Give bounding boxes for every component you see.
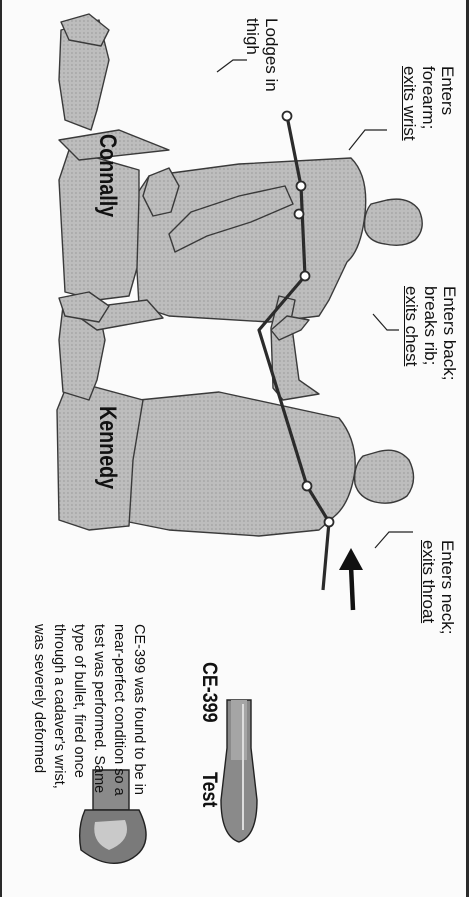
label-enters-neck-line2: exits throat xyxy=(419,540,438,635)
connally-name-label: Connally xyxy=(93,134,121,217)
label-lodges-line1: Lodges in xyxy=(262,18,281,92)
exit-point-wrist xyxy=(297,182,306,191)
description-line-6: was severely deformed xyxy=(29,624,49,894)
ce399-bullet-image xyxy=(221,700,257,842)
bullet-description: CE-399 was found to be in near-perfect c… xyxy=(29,624,149,894)
description-line-1: CE-399 was found to be in xyxy=(129,624,149,894)
label-enters-back: Enters back; breaks rib; exits chest xyxy=(402,286,459,381)
label-enters-neck-line1: Enters neck; xyxy=(438,540,457,635)
label-lodges: Lodges in thigh xyxy=(243,18,281,92)
description-line-4: type of bullet, fired once xyxy=(69,624,89,894)
test-caption: Test xyxy=(197,772,221,807)
kennedy-name-label: Kennedy xyxy=(93,406,121,489)
bullet-direction-arrow xyxy=(339,548,363,610)
label-lodges-line2: thigh xyxy=(243,18,262,92)
description-line-2: near-perfect condition so a xyxy=(109,624,129,894)
description-line-3: test was performed. Same xyxy=(89,624,109,894)
description-line-5: through a cadaver's wrist, xyxy=(49,624,69,894)
label-enters-forearm-line3: exits wrist xyxy=(400,66,419,141)
entry-point-forearm xyxy=(295,210,304,219)
exit-point-throat xyxy=(303,482,312,491)
lodge-point-thigh xyxy=(283,112,292,121)
label-enters-back-line1: Enters back; xyxy=(440,286,459,381)
label-enters-back-line3: exits chest xyxy=(402,286,421,381)
label-enters-forearm: Enters forearm; exits wrist xyxy=(400,66,457,141)
exit-point-chest xyxy=(301,272,310,281)
ce399-caption: CE-399 xyxy=(197,662,221,723)
label-enters-neck: Enters neck; exits throat xyxy=(419,540,457,635)
entry-point-neck xyxy=(325,518,334,527)
label-enters-forearm-line1: Enters xyxy=(438,66,457,141)
label-enters-back-line2: breaks rib; xyxy=(421,286,440,381)
label-enters-forearm-line2: forearm; xyxy=(419,66,438,141)
